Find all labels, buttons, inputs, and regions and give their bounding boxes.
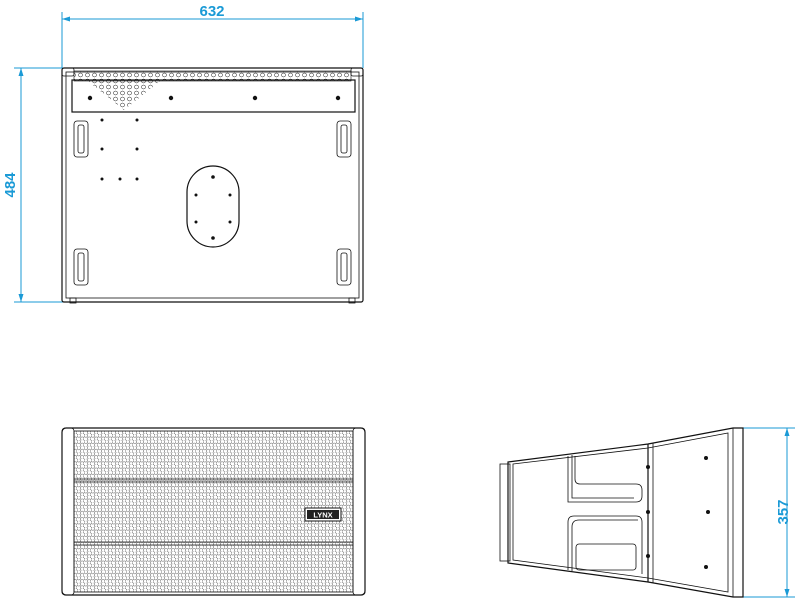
handle-icon	[336, 120, 352, 158]
handle-icon	[336, 248, 352, 286]
pole-mount-plate	[186, 165, 240, 248]
depth-dimension: 357	[735, 427, 795, 598]
height-dimension-label: 484	[2, 172, 19, 198]
rigging-points	[100, 118, 139, 181]
width-dimension: 632	[61, 3, 364, 68]
top-view: 632 484	[2, 3, 364, 304]
brand-badge-text: LYNX	[313, 511, 332, 520]
side-view: 357	[499, 427, 795, 598]
front-grill-strip	[71, 70, 356, 113]
brand-badge: LYNX	[304, 507, 342, 522]
front-view: LYNX	[61, 427, 366, 596]
handle-icon	[73, 248, 89, 286]
height-dimension: 484	[2, 67, 66, 303]
cabinet-top-outline	[61, 67, 364, 303]
width-dimension-label: 632	[199, 3, 224, 20]
depth-dimension-label: 357	[775, 499, 792, 524]
handle-icon	[73, 120, 89, 158]
cabinet-side-outline	[507, 427, 744, 598]
